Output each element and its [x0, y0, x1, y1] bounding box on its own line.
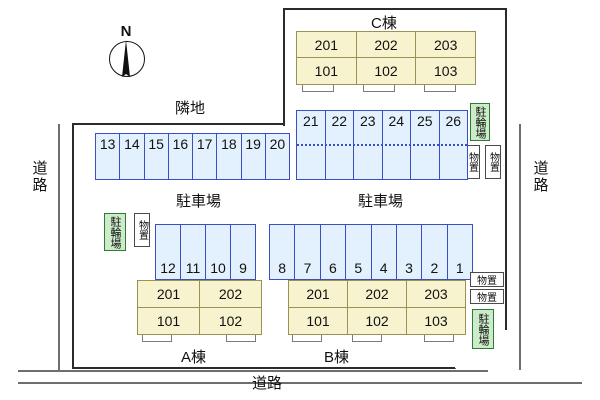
building-b-floor-2: 201 202 203	[289, 281, 465, 308]
parking-stall-10[interactable]: 10	[206, 225, 231, 279]
building-b-entrance-3	[424, 335, 454, 342]
bicycle-parking-bottom-right[interactable]: 駐輪場	[472, 309, 494, 349]
unit-c-101[interactable]: 101	[297, 58, 357, 84]
building-a-floor-2: 201 202	[138, 281, 261, 308]
bicycle-parking-left[interactable]: 駐輪場	[104, 213, 126, 251]
bicycle-parking-label: 駐輪場	[474, 105, 486, 139]
unit-a-201[interactable]: 201	[138, 281, 200, 308]
parking-row-13-20[interactable]: 13 14 15 16 17 18 19 20	[95, 133, 290, 180]
parking-row-12-9[interactable]: 12 11 10 9	[155, 224, 256, 280]
compass-ring	[109, 41, 145, 77]
road-bottom-edge	[18, 370, 488, 372]
bicycle-parking-label: 駐輪場	[109, 215, 121, 249]
storage-label: 物置	[466, 152, 478, 172]
building-b-label: B棟	[324, 349, 350, 366]
unit-c-202[interactable]: 202	[356, 32, 417, 58]
parking-stall-26[interactable]: 26	[445, 113, 462, 129]
parking-stall-12[interactable]: 12	[156, 225, 181, 279]
parking-row-8-1[interactable]: 8 7 6 5 4 3 2 1	[269, 224, 473, 280]
building-b-floor-1: 101 102 103	[289, 307, 465, 334]
building-a-entrance-2	[226, 335, 256, 342]
parking-divider-dashed	[297, 144, 467, 146]
unit-c-103[interactable]: 103	[434, 63, 458, 79]
road-bottom-edge-outer	[18, 382, 582, 384]
lot-boundary-lower	[72, 124, 507, 369]
unit-b-102[interactable]: 102	[348, 307, 407, 334]
parking-stall-16[interactable]: 16	[169, 134, 193, 179]
building-c-label: C棟	[371, 15, 397, 32]
storage-left[interactable]: 物置	[134, 213, 150, 247]
road-label-right: 道路	[533, 160, 549, 194]
unit-b-203[interactable]: 203	[407, 281, 465, 308]
parking-stall-20[interactable]: 20	[269, 136, 286, 152]
lot-boundary-seam-horizontal	[72, 123, 285, 125]
parking-area-label-left: 駐車場	[176, 193, 222, 210]
unit-c-203[interactable]: 203	[416, 32, 476, 58]
storage-upper-right-2[interactable]: 物置	[485, 145, 501, 179]
north-compass-icon: N	[103, 24, 149, 86]
road-left-edge	[58, 124, 60, 370]
unit-a-102[interactable]: 102	[218, 312, 243, 329]
building-a[interactable]: 201 202 101 102	[137, 280, 262, 335]
parking-area-label-right: 駐車場	[358, 193, 404, 210]
unit-b-101[interactable]: 101	[289, 307, 348, 334]
parking-stall-9[interactable]: 9	[239, 260, 247, 276]
storage-label: 物置	[477, 276, 497, 287]
building-a-label: A棟	[181, 349, 207, 366]
unit-c-102[interactable]: 102	[357, 58, 417, 84]
parking-stall-7[interactable]: 7	[295, 225, 321, 279]
parking-stall-4[interactable]: 4	[372, 225, 397, 279]
parking-stall-8[interactable]: 8	[270, 225, 296, 279]
parking-stall-17[interactable]: 17	[193, 134, 218, 179]
parking-stall-19[interactable]: 19	[242, 134, 266, 179]
building-c[interactable]: 201 202 203 101 102 103	[296, 31, 476, 85]
building-a-entrance-1	[142, 335, 172, 342]
storage-label: 物置	[136, 220, 148, 240]
building-c-floor-2: 201 202 203	[297, 32, 476, 58]
building-c-entrance-3	[424, 85, 456, 92]
parking-stall-11[interactable]: 11	[181, 225, 206, 279]
parking-stall-3[interactable]: 3	[397, 225, 423, 279]
road-right-edge	[519, 124, 521, 370]
unit-a-101[interactable]: 101	[138, 307, 200, 334]
compass-north-label: N	[120, 23, 132, 40]
road-label-bottom: 道路	[252, 375, 283, 392]
lot-boundary-seam-vertical	[283, 8, 285, 126]
parking-stall-1[interactable]: 1	[455, 260, 464, 276]
unit-c-201[interactable]: 201	[297, 32, 357, 58]
bicycle-parking-label: 駐輪場	[477, 312, 489, 346]
parking-stall-18[interactable]: 18	[217, 134, 242, 179]
storage-label: 物置	[487, 152, 499, 172]
unit-a-202[interactable]: 202	[200, 281, 261, 308]
parking-stall-5[interactable]: 5	[346, 225, 372, 279]
building-a-floor-1: 101 102	[138, 307, 261, 334]
building-c-floor-1: 101 102 103	[297, 58, 475, 84]
bicycle-parking-upper-right[interactable]: 駐輪場	[470, 103, 490, 141]
storage-label: 物置	[477, 293, 497, 304]
compass-needle-icon	[122, 40, 130, 77]
road-label-left: 道路	[32, 160, 48, 194]
parking-stall-6[interactable]: 6	[321, 225, 347, 279]
building-c-entrance-1	[302, 85, 334, 92]
building-b[interactable]: 201 202 203 101 102 103	[288, 280, 466, 335]
parking-stall-13[interactable]: 13	[96, 134, 121, 179]
building-b-entrance-1	[292, 335, 322, 342]
neighbor-land-label: 隣地	[175, 100, 206, 117]
parking-stall-2[interactable]: 2	[422, 225, 448, 279]
parking-stall-15[interactable]: 15	[145, 134, 169, 179]
storage-bottom-right-1[interactable]: 物置	[470, 272, 504, 287]
unit-b-103[interactable]: 103	[424, 312, 448, 329]
storage-bottom-right-2[interactable]: 物置	[470, 289, 504, 304]
building-b-entrance-2	[352, 335, 382, 342]
unit-b-201[interactable]: 201	[289, 281, 348, 308]
unit-b-202[interactable]: 202	[348, 281, 407, 308]
parking-stall-14[interactable]: 14	[120, 134, 145, 179]
building-c-entrance-2	[363, 85, 395, 92]
